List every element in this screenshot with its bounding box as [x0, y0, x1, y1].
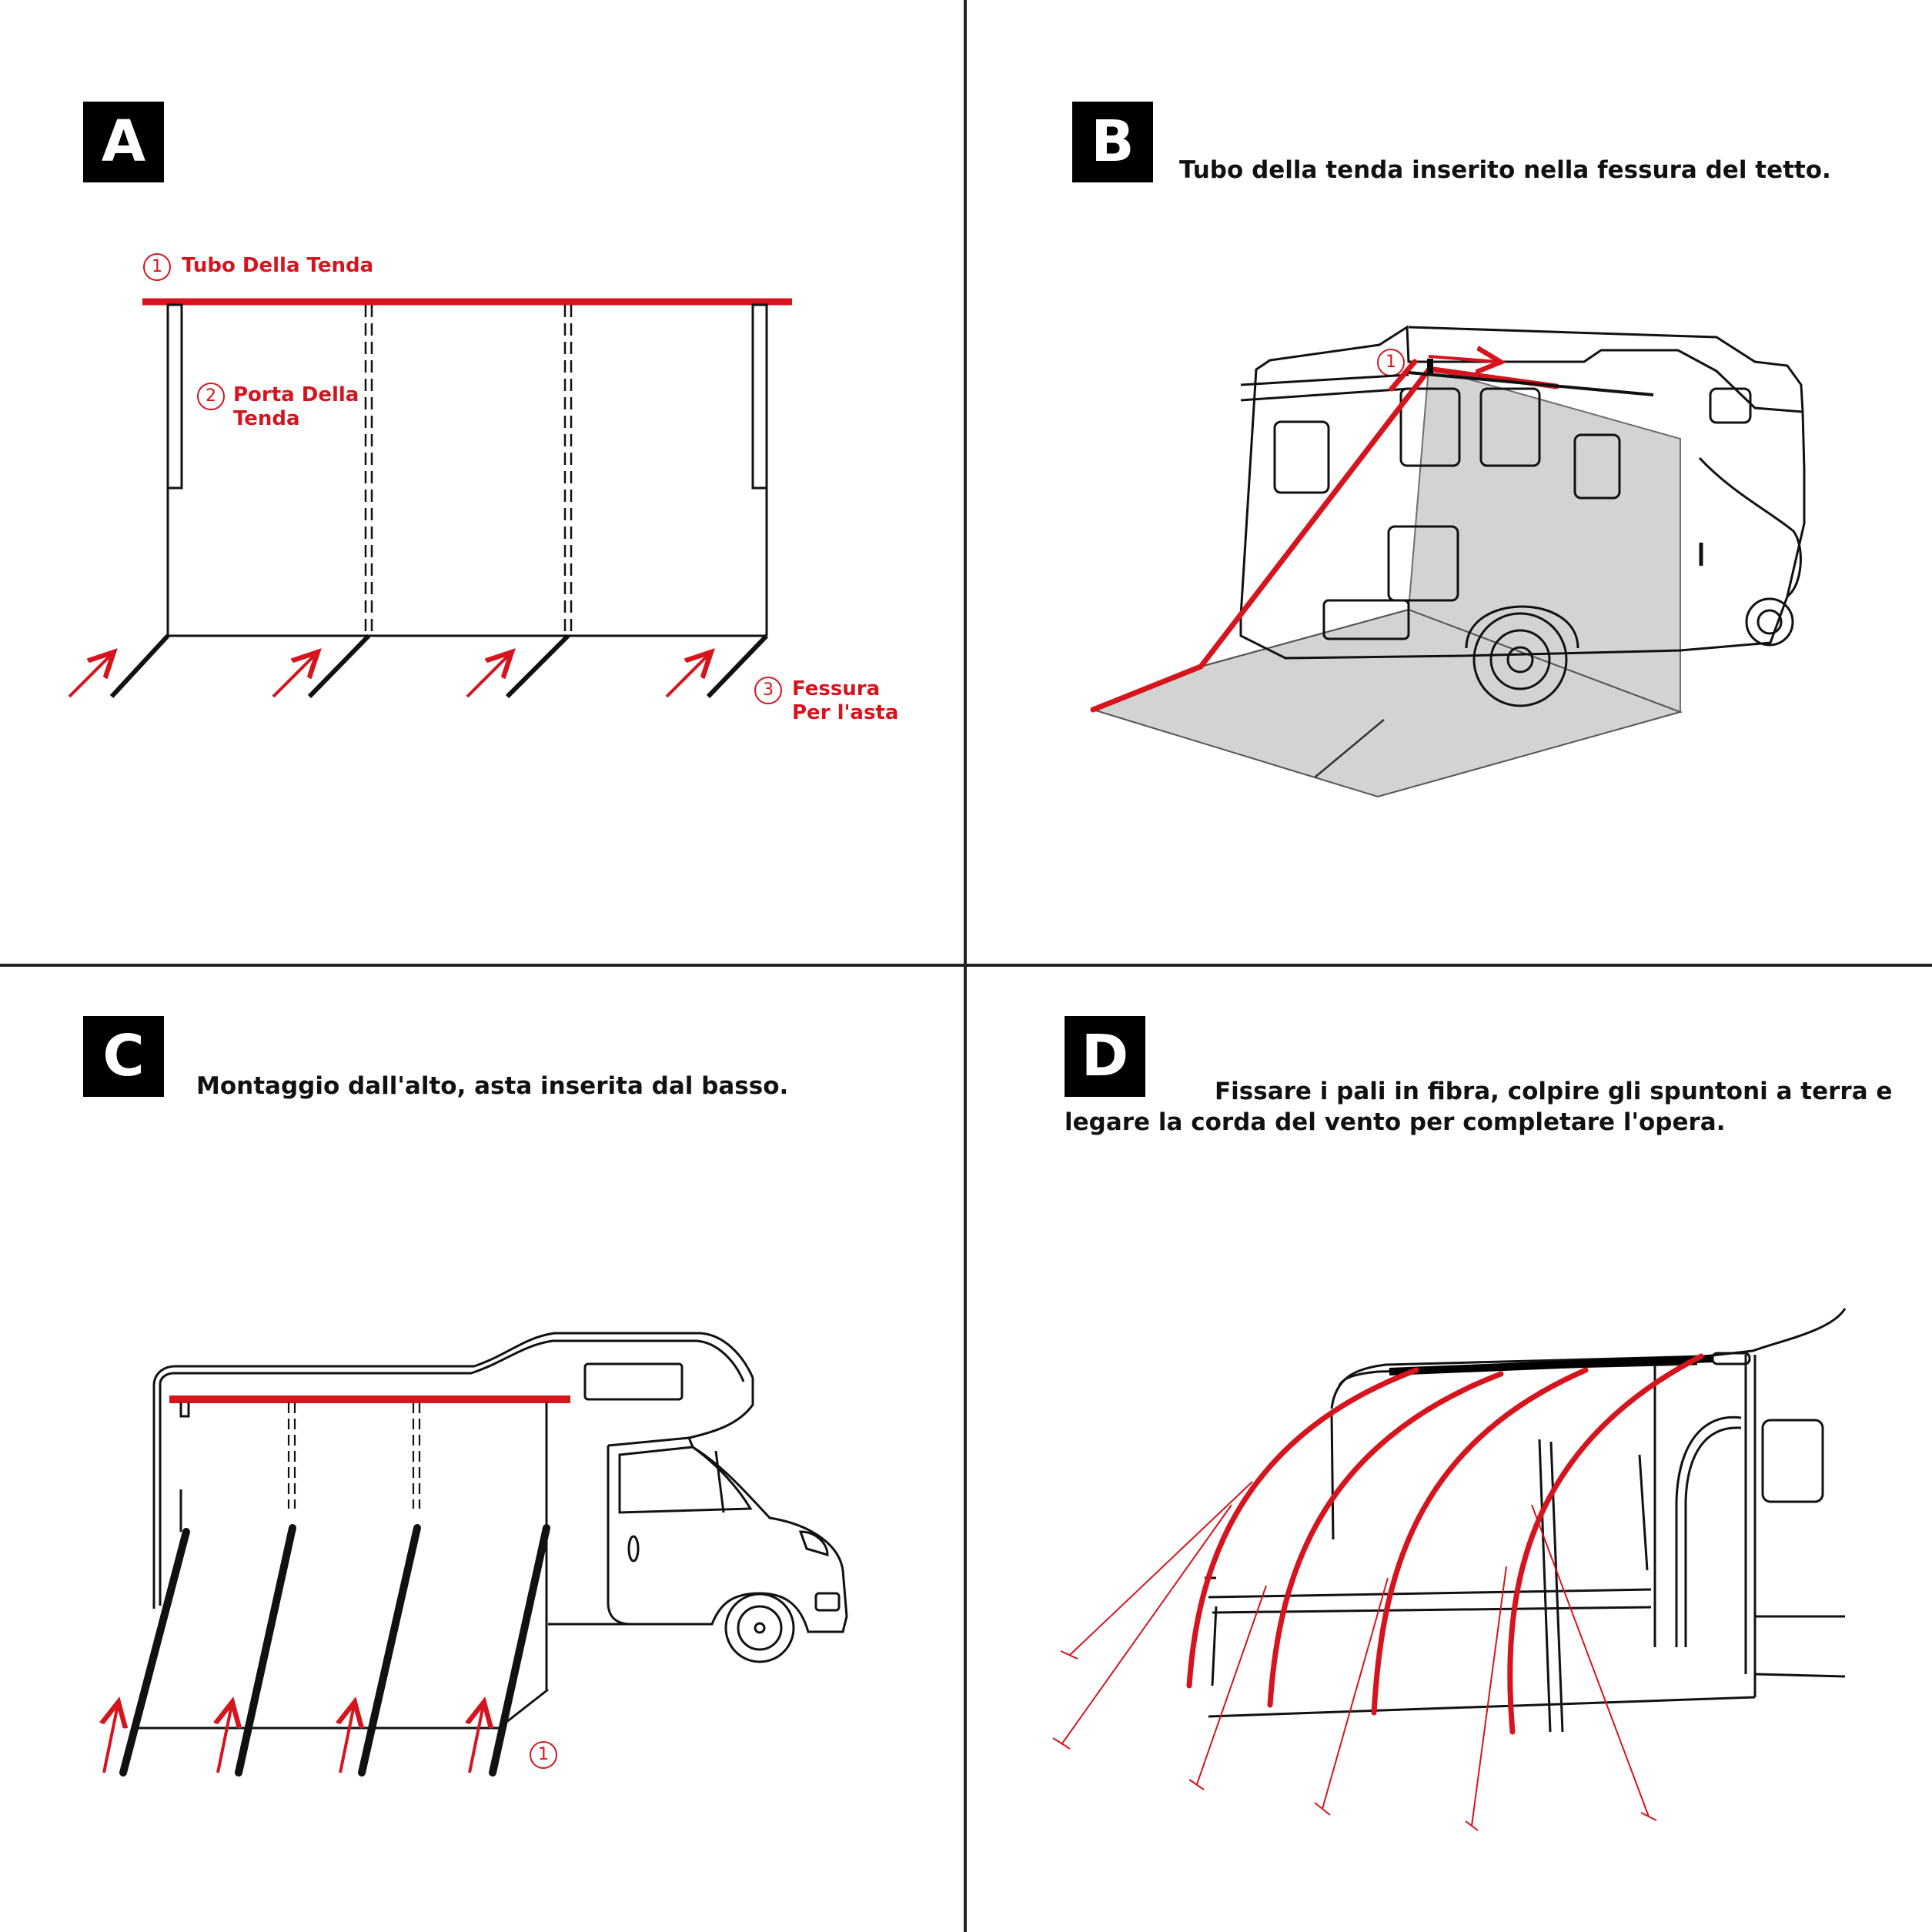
right-door-panel [751, 303, 768, 490]
red-arrow-icon [68, 654, 709, 698]
tubo-number-icon: 1 [143, 253, 171, 281]
panel-c-marker-icon: 1 [530, 1741, 557, 1769]
panel-d-diagram [1052, 1308, 1847, 1831]
panel-b-badge: B [1072, 102, 1153, 182]
panel-c-diagram [104, 1332, 848, 1777]
red-arrow-icon [1428, 356, 1498, 362]
panel-b-caption: Tubo della tenda inserito nella fessura … [1179, 156, 1831, 184]
pole-slots [109, 633, 769, 699]
panel-a-diagram [68, 298, 792, 699]
panel-c-caption: Montaggio dall'alto, asta inserita dal b… [196, 1072, 789, 1100]
panel-a-badge: A [83, 102, 164, 182]
panel-d-caption-line1: Fissare i pali in fibra, colpire gli spu… [1215, 1078, 1893, 1105]
panel-d-caption-line2: legare la corda del vento per completare… [1065, 1108, 1726, 1136]
awning-side-wall [1407, 366, 1681, 714]
porta-label-line2: Tenda [233, 407, 300, 430]
tubo-label: Tubo Della Tenda [182, 254, 374, 277]
fessura-label-line1: Fessura [792, 677, 881, 700]
panel-d-badge: D [1065, 1016, 1145, 1097]
poles [119, 1524, 550, 1777]
motorhome-outline [1239, 325, 1806, 660]
porta-label-line1: Porta Della [233, 383, 359, 406]
porta-number-icon: 2 [197, 383, 225, 410]
left-door-panel [166, 303, 183, 490]
panel-c-badge: C [83, 1016, 164, 1097]
horizontal-divider [0, 964, 1932, 967]
red-arrow-icon [104, 1705, 483, 1773]
dashed-seams [364, 305, 573, 636]
fessura-number-icon: 3 [754, 677, 782, 704]
fessura-label-line2: Per l'asta [792, 701, 899, 724]
panel-b-diagram [1090, 325, 1806, 798]
